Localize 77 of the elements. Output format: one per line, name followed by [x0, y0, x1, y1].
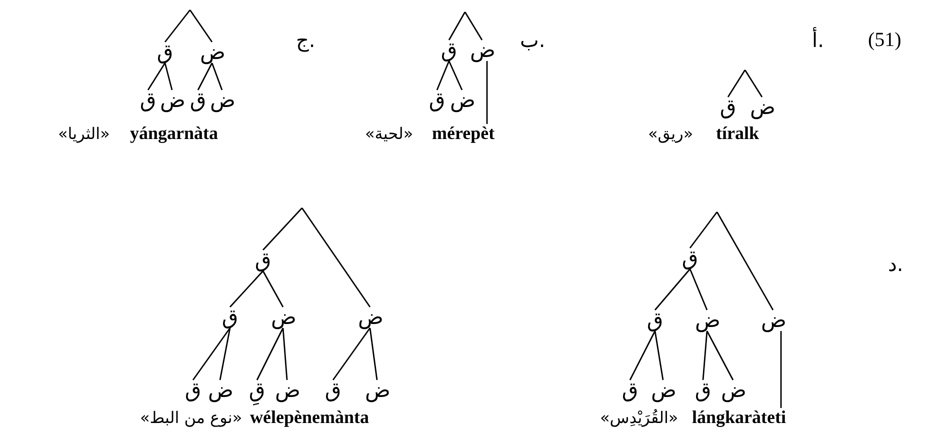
tree-branch	[689, 268, 708, 310]
tree-branch	[780, 331, 782, 408]
tree-branch	[654, 330, 664, 380]
stress-symbol: ق	[618, 377, 642, 403]
stress-symbol: ق	[186, 87, 210, 113]
tree-branch	[629, 330, 656, 380]
stress-symbol: قِ	[245, 377, 269, 403]
tree-branch	[464, 12, 483, 40]
tree-branch	[211, 62, 223, 90]
stress-symbol: ق	[218, 304, 242, 330]
stress-symbol: ق	[678, 245, 702, 271]
gloss-text: «القُرَيْدِس»	[600, 407, 678, 429]
tree-branch	[448, 12, 466, 40]
stress-symbol: ض	[210, 87, 234, 113]
tree-branch	[706, 330, 734, 380]
tree-branch	[189, 10, 213, 42]
stress-symbol: ض	[358, 304, 382, 330]
tree-branch	[369, 328, 378, 380]
tree-branch	[702, 330, 708, 380]
example-number: (51)	[868, 28, 902, 52]
stress-symbol: ق	[251, 247, 275, 273]
tree-branch	[654, 268, 691, 310]
tree-branch	[332, 328, 371, 380]
stress-symbol: ض	[470, 37, 494, 63]
stress-symbol: ض	[450, 87, 474, 113]
tree-branch	[716, 212, 774, 310]
word-text: lángkaràteti	[692, 406, 786, 428]
stress-symbol: ض	[651, 377, 675, 403]
stress-symbol: ض	[208, 377, 232, 403]
tree-branch	[744, 70, 763, 98]
stress-symbol: ق	[136, 87, 160, 113]
stress-symbol: ض	[271, 304, 295, 330]
stress-symbol: ق	[643, 307, 667, 333]
tree-branch	[164, 62, 173, 90]
gloss-text: «نوع من البط»	[140, 407, 242, 429]
stress-symbol: ض	[721, 377, 745, 403]
stress-symbol: ق	[181, 377, 205, 403]
item-letter: ج.	[296, 28, 316, 52]
tree-branch	[147, 62, 166, 90]
tree-branch	[689, 212, 718, 248]
tree-branch	[256, 328, 284, 380]
tree-branch	[262, 270, 284, 308]
tree-branch	[219, 328, 231, 380]
tree-branch	[727, 70, 746, 98]
stress-symbol: ض	[200, 39, 224, 65]
stress-symbol: ض	[275, 377, 299, 403]
tree-branch	[448, 60, 463, 90]
gloss-text: «لحية»	[365, 123, 414, 145]
stress-symbol: ض	[695, 307, 719, 333]
item-letter: ب.	[520, 28, 546, 52]
gloss-text: «الثريا»	[58, 123, 110, 145]
stress-symbol: ق	[425, 87, 449, 113]
tree-branch	[486, 61, 488, 124]
stress-symbol: ق	[153, 39, 177, 65]
tree-branch	[192, 328, 231, 380]
tree-branch	[436, 60, 450, 90]
stress-symbol: ق	[321, 377, 345, 403]
item-letter: د.	[888, 252, 904, 276]
word-text: yángarnàta	[130, 122, 218, 144]
gloss-text: «ريق»	[648, 123, 694, 145]
stress-symbol: ق	[437, 37, 461, 63]
stress-symbol: ض	[750, 94, 774, 120]
tree-branch	[164, 10, 191, 42]
stress-symbol: ق	[691, 377, 715, 403]
tree-branch	[282, 328, 288, 380]
tree-branch	[262, 208, 303, 250]
stress-symbol: ض	[160, 87, 184, 113]
tree-branch	[301, 208, 371, 308]
word-text: wélepènemànta	[250, 406, 369, 428]
tree-branch	[229, 270, 264, 308]
tree-branch	[197, 62, 213, 90]
item-letter: أ.	[812, 28, 824, 52]
stress-symbol: ق	[716, 94, 740, 120]
word-text: mérepèt	[432, 122, 495, 144]
stress-symbol: ض	[365, 377, 389, 403]
stress-symbol: ض	[761, 307, 785, 333]
word-text: tíralk	[716, 122, 759, 144]
